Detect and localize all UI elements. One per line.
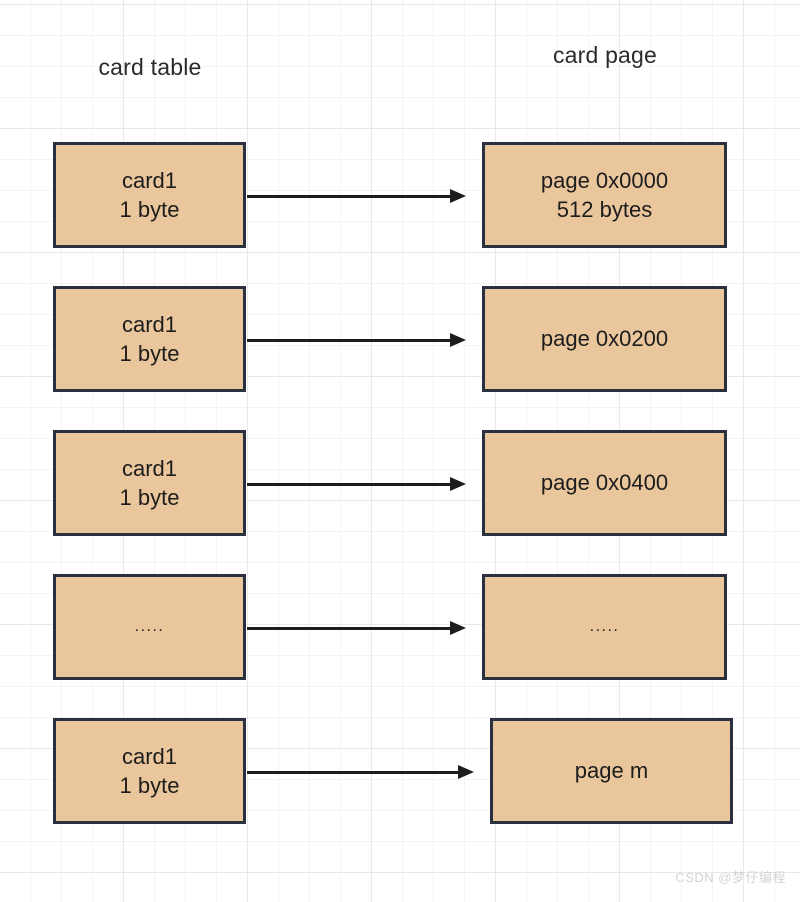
arrow-head-4 [450, 621, 466, 635]
card-table-node-4-line-1: ..... [134, 618, 165, 636]
card-table-node-1: card1 1 byte [53, 142, 246, 248]
arrow-connector-3 [247, 477, 466, 491]
card-page-node-1-line-1: page 0x0000 [540, 167, 669, 193]
card-table-node-4: ..... [53, 574, 246, 680]
arrow-shaft-2 [247, 339, 451, 342]
card-table-node-2: card1 1 byte [53, 286, 246, 392]
arrow-connector-2 [247, 333, 466, 347]
card-page-node-5: page m [490, 718, 733, 824]
card-table-node-1-line-2: 1 byte [119, 197, 180, 222]
arrow-shaft-5 [247, 771, 459, 774]
arrow-head-3 [450, 477, 466, 491]
card-page-node-2: page 0x0200 [482, 286, 727, 392]
card-page-node-3-line-1: page 0x0400 [540, 470, 669, 496]
arrow-shaft-3 [247, 483, 451, 486]
card-table-node-2-line-1: card1 [121, 311, 178, 337]
arrow-head-1 [450, 189, 466, 203]
card-page-node-4: ..... [482, 574, 727, 680]
card-table-node-3-line-1: card1 [121, 455, 178, 481]
arrow-shaft-1 [247, 195, 451, 198]
card-table-node-3: card1 1 byte [53, 430, 246, 536]
watermark: CSDN @梦仔编程 [675, 870, 786, 885]
card-table-node-2-line-2: 1 byte [119, 341, 180, 366]
card-table-node-5-line-2: 1 byte [119, 773, 180, 798]
column-heading-card-table: card table [98, 54, 202, 80]
arrow-head-5 [458, 765, 474, 779]
card-table-node-1-line-1: card1 [121, 167, 178, 193]
card-page-node-3: page 0x0400 [482, 430, 727, 536]
arrow-connector-4 [247, 621, 466, 635]
card-page-node-1-line-2: 512 bytes [556, 197, 653, 222]
arrow-head-2 [450, 333, 466, 347]
card-table-node-3-line-2: 1 byte [119, 485, 180, 510]
card-page-node-1: page 0x0000 512 bytes [482, 142, 727, 248]
arrow-connector-5 [247, 765, 474, 779]
arrow-connector-1 [247, 189, 466, 203]
card-table-node-5: card1 1 byte [53, 718, 246, 824]
card-page-node-4-line-1: ..... [589, 618, 620, 636]
arrow-shaft-4 [247, 627, 451, 630]
column-heading-card-page: card page [552, 42, 658, 68]
card-page-node-5-line-1: page m [574, 758, 649, 784]
card-page-node-2-line-1: page 0x0200 [540, 326, 669, 352]
card-table-node-5-line-1: card1 [121, 743, 178, 769]
